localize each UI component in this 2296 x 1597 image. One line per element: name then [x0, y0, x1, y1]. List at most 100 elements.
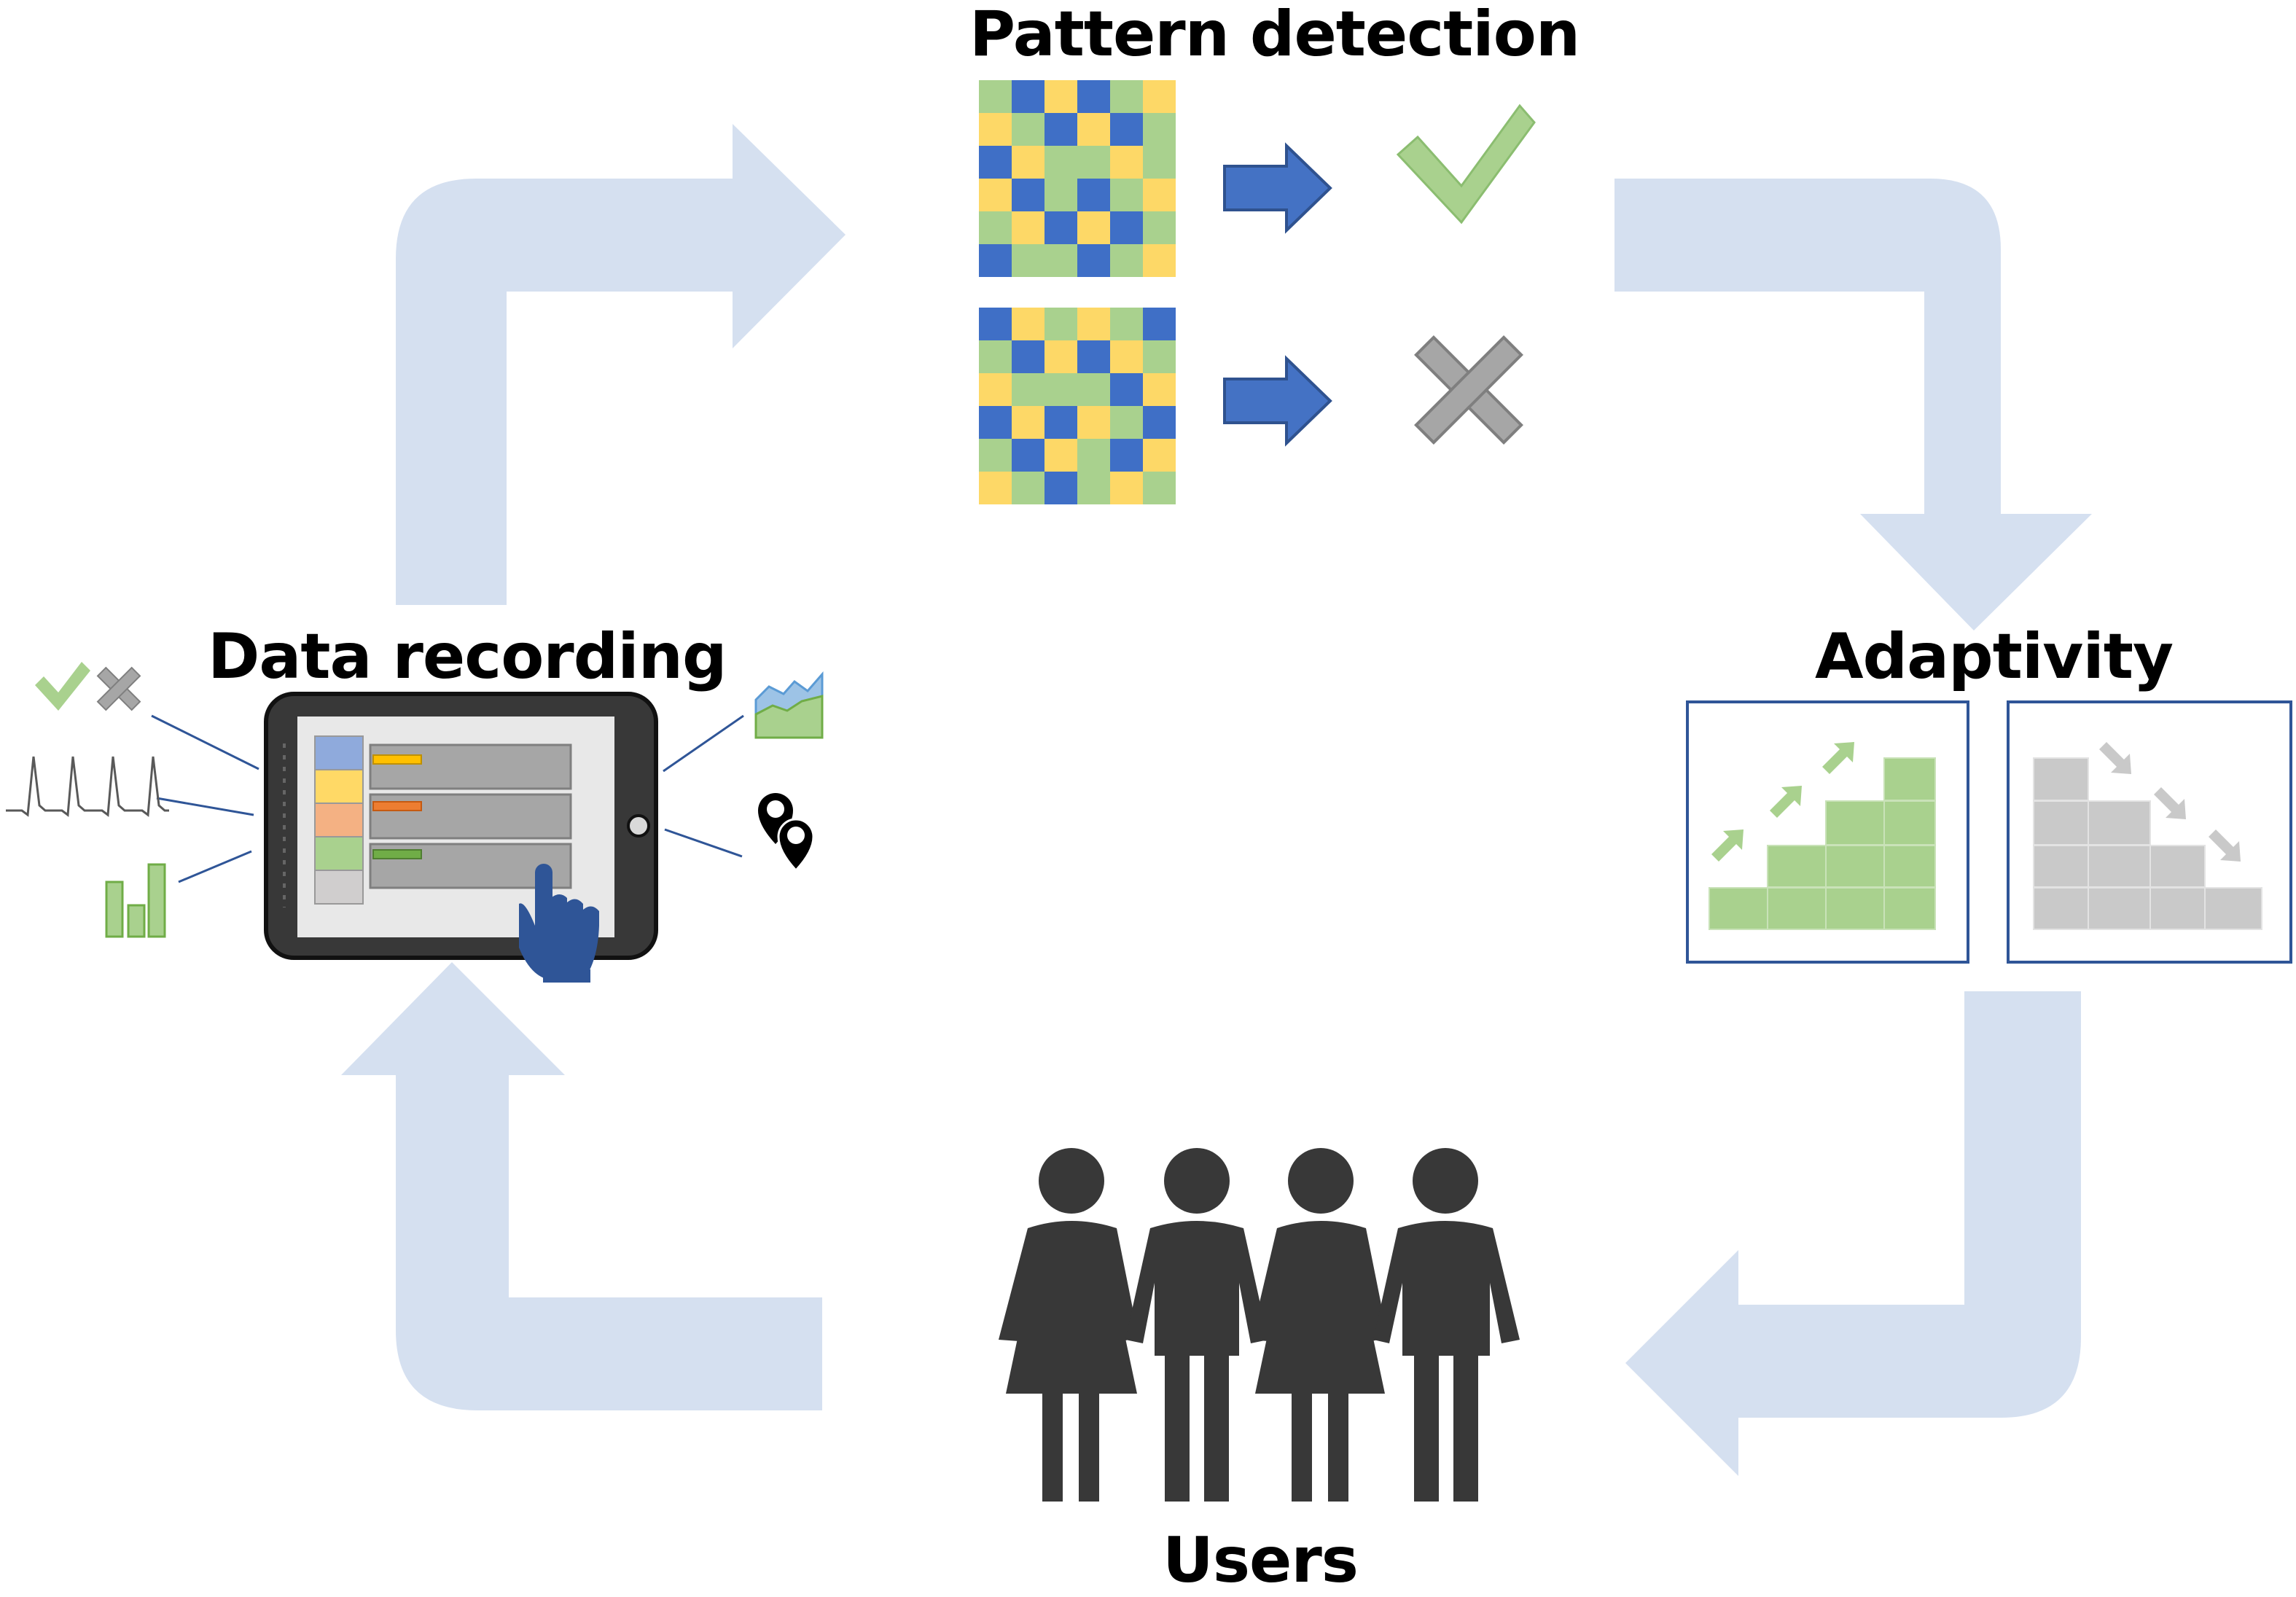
grid-cell	[1110, 472, 1143, 504]
grid-cell	[1110, 373, 1143, 406]
grid-cell	[979, 179, 1012, 211]
grid-cell	[1044, 406, 1077, 439]
grid-cell	[1044, 439, 1077, 472]
grid-cell	[979, 472, 1012, 504]
grid-cell	[1077, 244, 1110, 277]
grid-cell	[1077, 472, 1110, 504]
grid-cell	[979, 406, 1012, 439]
grid-cell	[979, 439, 1012, 472]
data-recording-label: Data recording	[208, 620, 727, 693]
grid-cell	[1012, 146, 1044, 179]
grid-cell	[1077, 373, 1110, 406]
grid-cell	[1044, 244, 1077, 277]
tablet-connectors	[151, 714, 744, 883]
grid-cell	[1143, 373, 1176, 406]
small-check-icon	[35, 662, 90, 711]
grid-cell	[1110, 146, 1143, 179]
grid-cell	[1077, 211, 1110, 244]
grid-cell	[1143, 472, 1176, 504]
grid-cell	[1143, 80, 1176, 113]
grid-cell	[1012, 80, 1044, 113]
pulse-signal-icon	[6, 756, 169, 817]
home-button-icon	[627, 814, 650, 837]
grid-cell	[1143, 179, 1176, 211]
cross-icon	[1414, 335, 1523, 445]
grid-cell	[1012, 472, 1044, 504]
bar-chart-icon	[105, 863, 166, 938]
grid-cell	[1044, 146, 1077, 179]
adaptivity-decrease-panel	[2007, 700, 2292, 964]
people-icon	[999, 1148, 1520, 1502]
grid-cell	[1143, 340, 1176, 373]
grid-cell	[1110, 340, 1143, 373]
grid-cell	[1077, 80, 1110, 113]
grid-cell	[1044, 211, 1077, 244]
grid-cell	[1044, 80, 1077, 113]
grid-cell	[1143, 308, 1176, 340]
arrow-to-pattern-detection	[396, 124, 846, 605]
blue-arrow-negative	[1223, 355, 1332, 447]
pattern-grid-negative	[979, 308, 1176, 504]
grid-cell	[1143, 211, 1176, 244]
grid-cell	[1077, 406, 1110, 439]
grid-cell	[979, 373, 1012, 406]
grid-cell	[1110, 244, 1143, 277]
grid-cell	[979, 211, 1012, 244]
user-figure-man	[1373, 1148, 1520, 1502]
grid-cell	[1077, 179, 1110, 211]
check-icon	[1396, 104, 1536, 224]
grid-cell	[1012, 179, 1044, 211]
adaptivity-increase-panel	[1686, 700, 1969, 964]
grid-cell	[1044, 472, 1077, 504]
pattern-grid-positive	[979, 80, 1176, 277]
user-figure-woman	[1251, 1148, 1388, 1502]
grid-cell	[1143, 439, 1176, 472]
grid-cell	[1110, 308, 1143, 340]
grid-cell	[1012, 340, 1044, 373]
grid-cell	[1110, 80, 1143, 113]
grid-cell	[1110, 439, 1143, 472]
grid-cell	[1077, 146, 1110, 179]
grid-cell	[979, 146, 1012, 179]
users-label: Users	[1163, 1524, 1359, 1597]
grid-cell	[1012, 211, 1044, 244]
blue-arrow-positive	[1223, 142, 1332, 234]
arrow-to-adaptivity	[1614, 179, 2092, 630]
grid-cell	[979, 340, 1012, 373]
map-pin-icon	[758, 793, 815, 872]
grid-cell	[1077, 308, 1110, 340]
grid-cell	[1012, 439, 1044, 472]
grid-cell	[1143, 406, 1176, 439]
grid-cell	[979, 308, 1012, 340]
cycle-arrows	[341, 124, 2092, 1476]
area-chart-icon	[754, 671, 824, 739]
grid-cell	[1110, 211, 1143, 244]
grid-cell	[1044, 373, 1077, 406]
grid-cell	[1044, 179, 1077, 211]
adaptivity-label: Adaptivity	[1815, 620, 2174, 693]
grid-cell	[1143, 146, 1176, 179]
grid-cell	[1110, 406, 1143, 439]
grid-cell	[1077, 113, 1110, 146]
grid-cell	[979, 80, 1012, 113]
arrow-to-data-recording	[341, 962, 822, 1410]
tablet-icon	[264, 692, 658, 960]
hand-pointer-icon	[519, 864, 599, 983]
grid-cell	[1143, 113, 1176, 146]
grid-cell	[1110, 179, 1143, 211]
grid-cell	[1077, 439, 1110, 472]
user-figure-woman	[999, 1148, 1139, 1502]
grid-cell	[1012, 244, 1044, 277]
grid-cell	[1012, 113, 1044, 146]
grid-cell	[1143, 244, 1176, 277]
user-figure-man	[1125, 1148, 1268, 1502]
grid-cell	[1012, 406, 1044, 439]
pattern-detection-label: Pattern detection	[969, 0, 1580, 71]
grid-cell	[1012, 308, 1044, 340]
arrow-to-users	[1625, 991, 2081, 1476]
grid-cell	[1012, 373, 1044, 406]
small-cross-icon	[96, 666, 141, 711]
grid-cell	[979, 113, 1012, 146]
grid-cell	[1044, 308, 1077, 340]
